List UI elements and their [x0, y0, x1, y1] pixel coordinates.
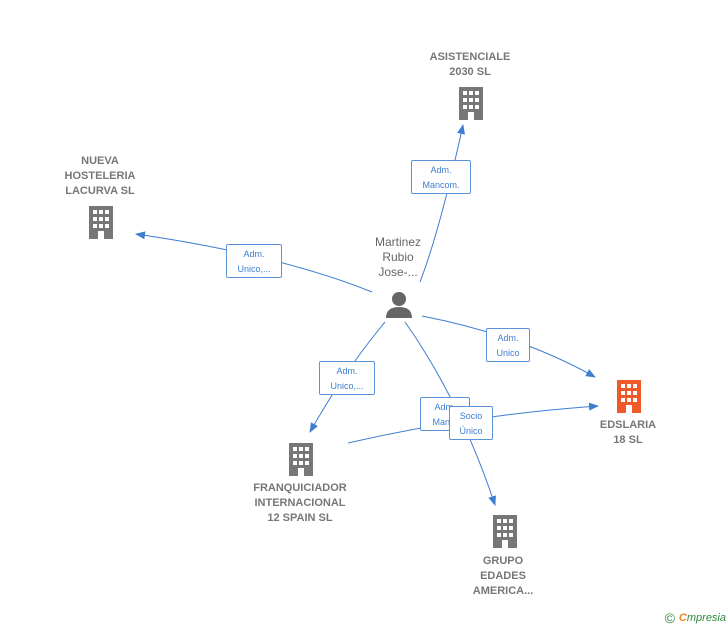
edge-label-socio-unico[interactable]: Socio Único	[449, 406, 493, 440]
building-icon[interactable]	[614, 379, 644, 413]
company-label-nueva[interactable]: NUEVA HOSTELERIA LACURVA SL	[64, 155, 136, 197]
brand-name: Cmpresia	[678, 612, 726, 624]
building-icon[interactable]	[86, 205, 116, 239]
company-label-grupo[interactable]: GRUPO EDADES AMERICA...	[472, 555, 534, 597]
edge-label-adm-unico-nueva[interactable]: Adm. Unico,...	[226, 244, 282, 278]
edge-label-adm-unico-franquiciador[interactable]: Adm. Unico,...	[319, 361, 375, 395]
person-icon[interactable]	[384, 290, 414, 320]
building-icon[interactable]	[456, 86, 486, 120]
company-label-edslaria[interactable]: EDSLARIA 18 SL	[599, 419, 657, 446]
edge-label-adm-mancom[interactable]: Adm. Mancom.	[411, 160, 471, 194]
edge-label-adm-unico-edslaria[interactable]: Adm. Unico	[486, 328, 530, 362]
person-label[interactable]: Martinez Rubio Jose-...	[374, 235, 421, 279]
company-label-franquiciador[interactable]: FRANQUICIADOR INTERNACIONAL 12 SPAIN SL	[253, 482, 347, 524]
company-label-asistenciale[interactable]: ASISTENCIALE 2030 SL	[429, 51, 511, 78]
footer-brand: © Cmpresia	[665, 610, 726, 626]
copyright-icon: ©	[664, 610, 675, 626]
building-icon[interactable]	[490, 514, 520, 548]
building-icon[interactable]	[286, 442, 316, 476]
edge-to-asistenciale	[419, 124, 465, 283]
